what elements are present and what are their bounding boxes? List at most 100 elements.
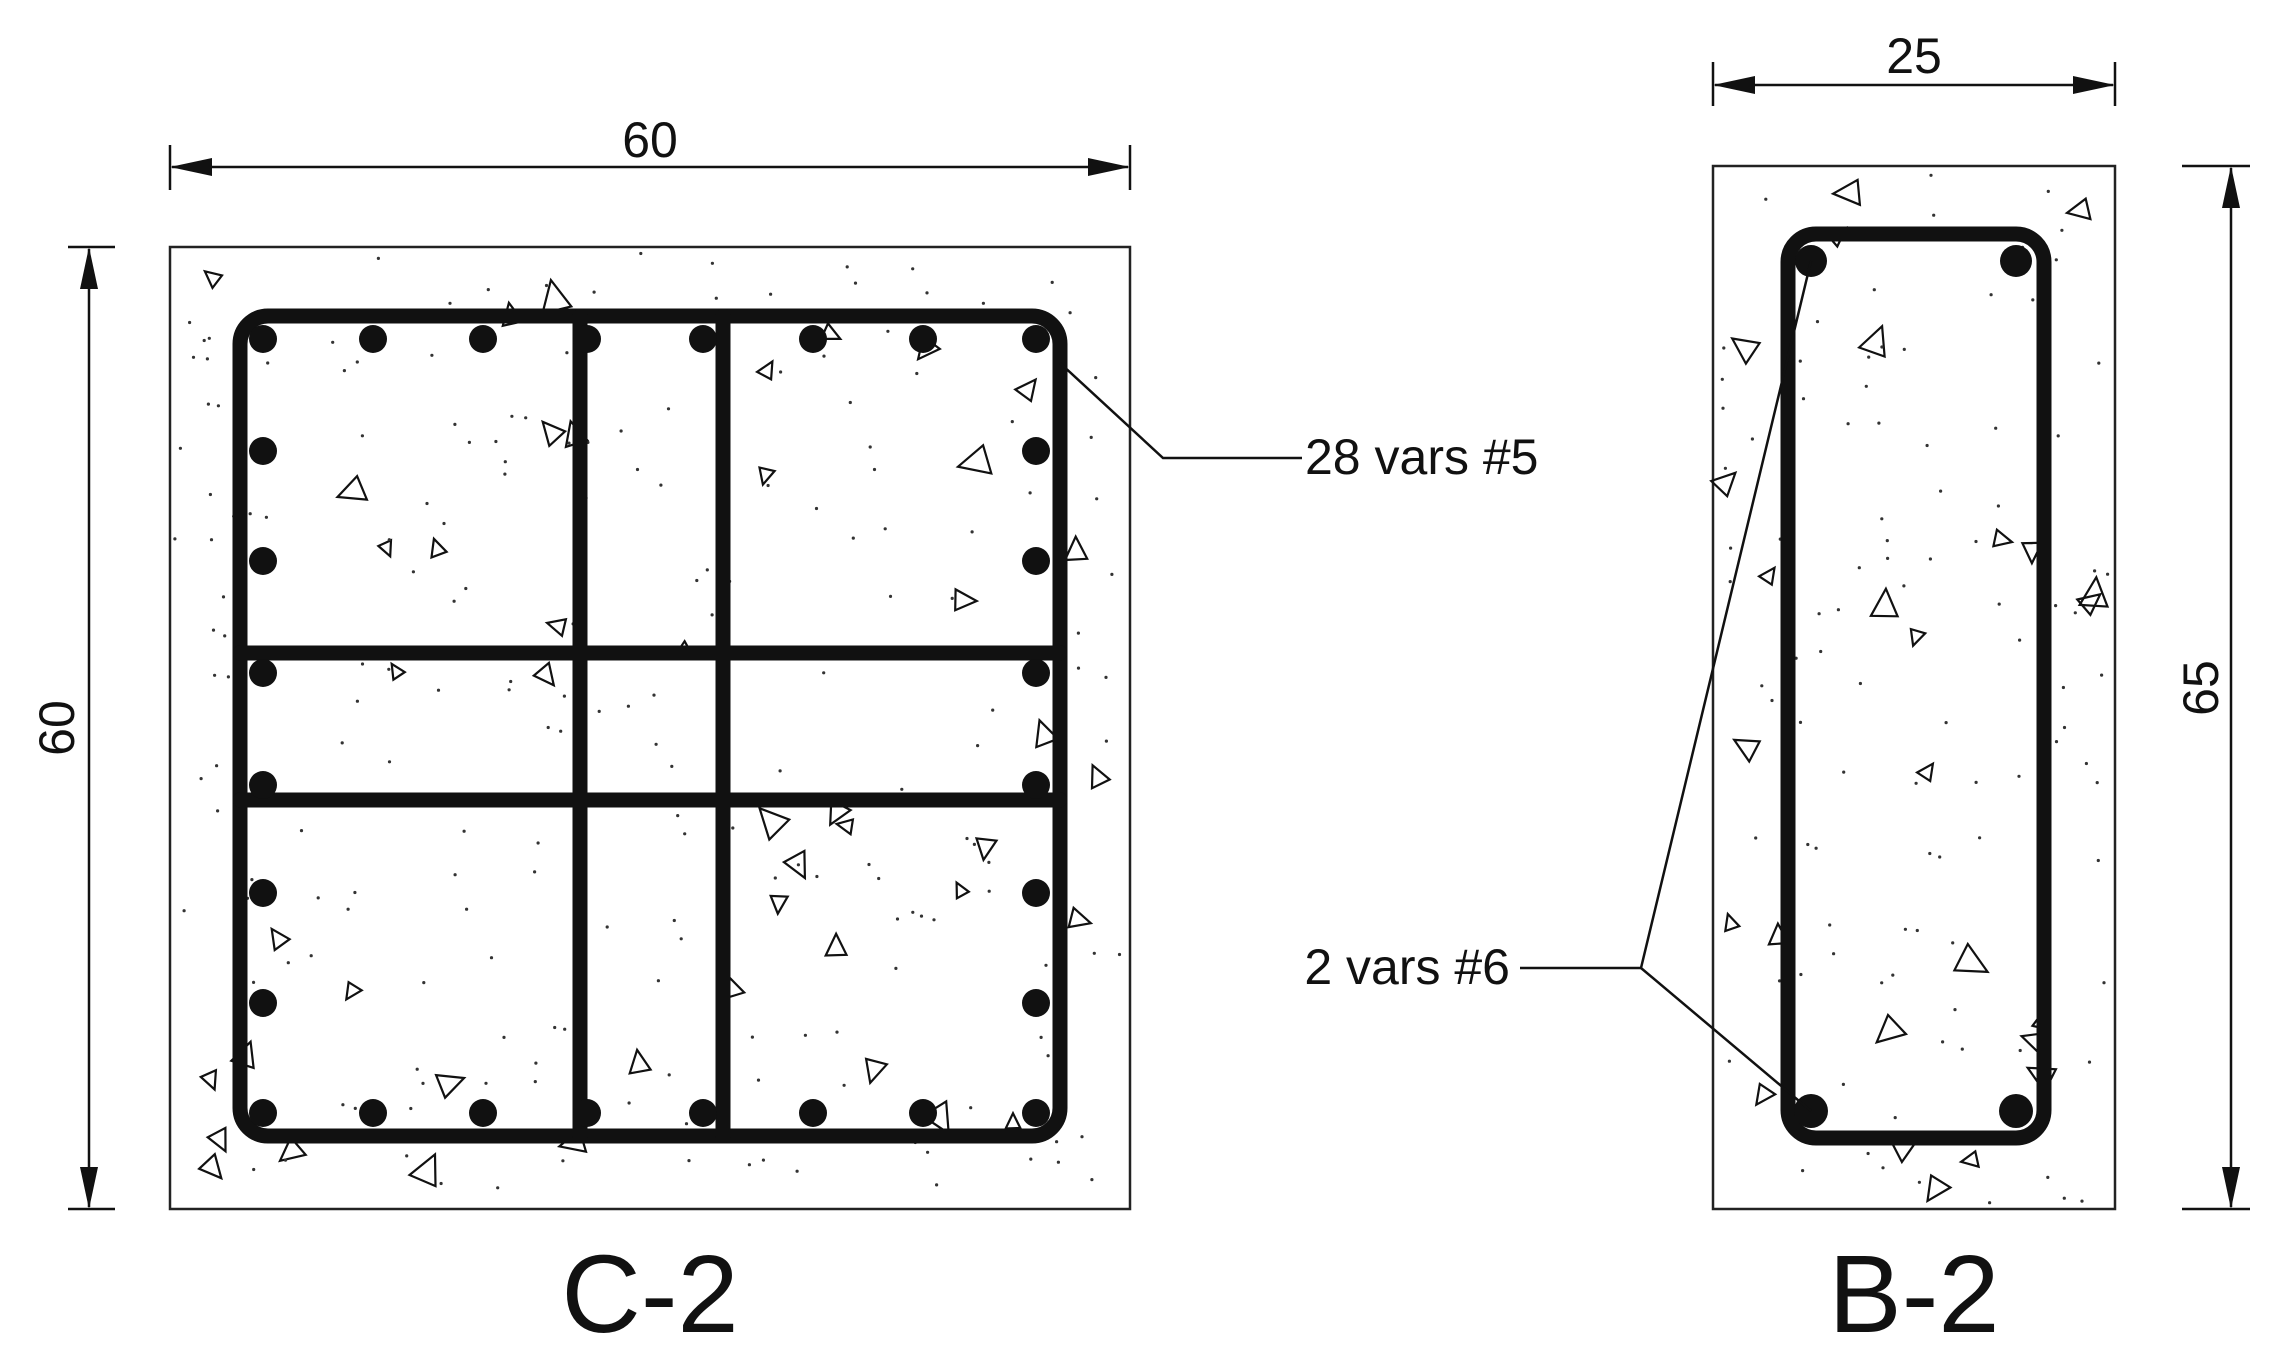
stipple-dot [1903,927,1907,931]
aggregate-mark [864,1057,889,1086]
stipple-dot [972,842,977,847]
stipple-dot [2093,569,2097,573]
stipple-dot [1841,1082,1845,1086]
column-bar [249,879,277,907]
stipple-dot [2062,1196,2066,1200]
aggregate-mark [823,931,849,957]
stipple-dot [652,693,656,697]
aggregate-mark [1013,377,1038,403]
stipple-dot [1846,422,1850,426]
stipple-dot [1798,720,1803,725]
beam-section-b2: 25 65 2 vars #6 B-2 [1304,28,2250,1356]
stipple-dot [1929,173,1933,177]
stipple-dot [211,628,216,632]
aggregate-mark [954,587,980,612]
stipple-dot [559,729,563,733]
stipple-dot [2017,774,2021,778]
stipple-dot [309,954,313,958]
beam-section-title: B-2 [1828,1233,1999,1356]
aggregate-mark [1090,763,1112,790]
stipple-dot [991,708,995,712]
stipple-dot [462,829,466,833]
stipple-dot [464,586,468,591]
stipple-dot [533,870,537,874]
stipple-dot [1750,437,1754,441]
stipple-dot [915,371,919,376]
stipple-dot [1722,346,1726,350]
stipple-dot [731,826,735,830]
stipple-dot [567,441,571,445]
beam-longitudinal-bars [1794,245,2033,1128]
stipple-dot [173,537,177,541]
stipple-dot [654,742,658,746]
aggregate-mark [834,817,855,837]
stipple-dot [895,917,900,921]
stipple-dot [252,980,256,985]
stipple-dot [1050,280,1054,284]
stipple-dot [1989,293,1993,297]
stipple-dot [705,568,709,572]
stipple-dot [1938,855,1942,859]
stipple-dot [1988,1201,1992,1205]
aggregate-mark [955,443,993,475]
stipple-dot [970,530,974,534]
stipple-dot [1089,435,1093,439]
aggregate-mark [1857,323,1886,359]
stipple-dot [1880,981,1884,985]
column-section-title: C-2 [561,1233,738,1356]
stipple-dot [250,878,254,882]
stipple-dot [926,1150,930,1154]
stipple-dot [452,599,456,603]
stipple-dot [207,336,211,340]
column-bar [249,771,277,799]
stipple-dot [2054,604,2058,608]
stipple-dot [848,400,852,405]
stipple-dot [676,814,680,818]
stipple-dot [1104,739,1108,743]
stipple-dot [286,961,290,965]
beam-stirrup [1780,226,2052,1146]
aggregate-mark [376,538,393,559]
stipple-dot [1046,1054,1050,1058]
stipple-dot [877,876,881,881]
column-bar [909,325,937,353]
column-aggregate-texture [173,251,1122,1190]
stipple-dot [503,460,507,464]
stipple-dot [851,536,855,540]
aggregate-mark [1063,534,1089,562]
stipple-dot [1914,781,1918,785]
stipple-dot [1721,406,1725,410]
stipple-dot [919,914,924,918]
aggregate-mark [974,837,999,863]
aggregate-mark [1723,911,1742,933]
stipple-dot [1836,608,1840,612]
stipple-dot [2054,258,2058,262]
stipple-dot [1917,1180,1921,1184]
stipple-dot [387,667,391,671]
stipple-dot [1893,1116,1897,1120]
stipple-dot [796,863,801,867]
stipple-dot [1815,320,1820,324]
stipple-dot [747,1163,752,1167]
stipple-dot [2018,638,2022,642]
stipple-dot [208,492,212,497]
column-main-stirrup [232,308,1068,1144]
column-bar [1022,437,1050,465]
stipple-dot [1941,1040,1945,1044]
stipple-dot [353,1106,357,1110]
stipple-dot [442,521,446,526]
stipple-dot [626,704,631,708]
stipple-dot [331,340,335,344]
stipple-dot [503,472,507,476]
stipple-dot [199,777,203,781]
aggregate-mark [769,894,790,917]
aggregate-mark [758,466,777,488]
stipple-dot [1076,666,1081,670]
stipple-dot [773,876,777,880]
stipple-dot [1801,1169,1805,1173]
aggregate-mark [198,1068,218,1092]
stipple-dot [1944,721,1948,725]
aggregate-mark [1754,1082,1778,1107]
stipple-dot [430,353,434,357]
stipple-dot [405,1154,409,1158]
